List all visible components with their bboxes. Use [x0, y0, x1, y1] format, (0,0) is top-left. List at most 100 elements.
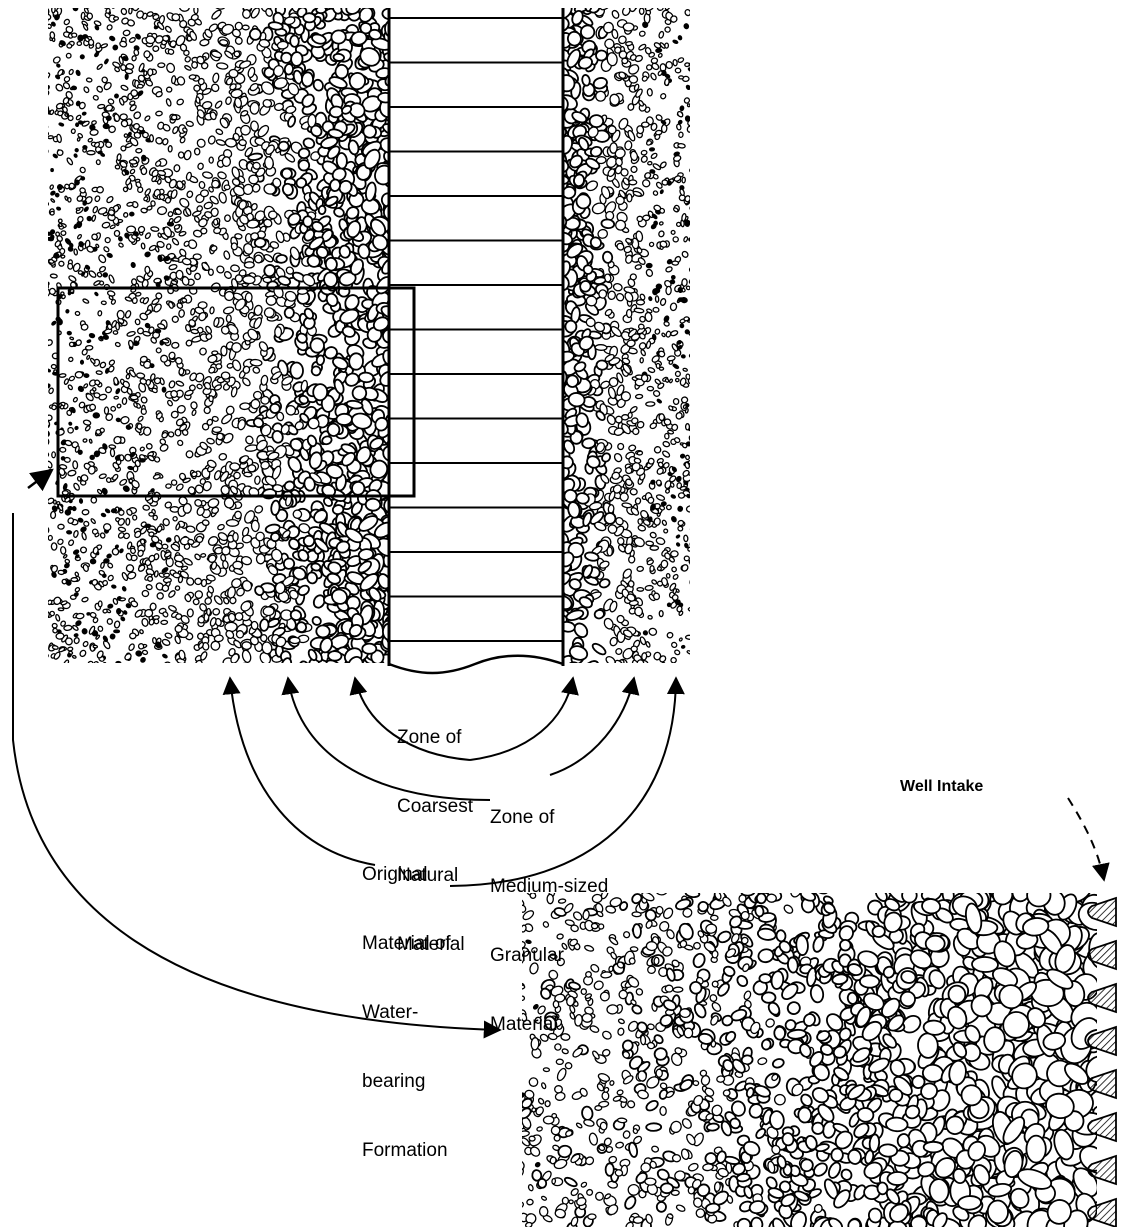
gravel-grain	[660, 189, 664, 193]
gravel-grain	[49, 184, 53, 189]
gravel-grain	[56, 63, 60, 67]
gravel-grain	[621, 415, 628, 421]
gravel-grain	[212, 608, 220, 616]
gravel-grain	[58, 524, 64, 529]
gravel-grain	[209, 307, 214, 314]
gravel-grain	[41, 348, 48, 355]
gravel-grain	[42, 232, 46, 236]
gravel-grain	[162, 387, 166, 392]
gravel-grain	[107, 574, 114, 581]
gravel-grain	[189, 384, 196, 391]
gravel-grain	[82, 629, 87, 634]
gravel-grain	[678, 35, 682, 40]
gravel-grain	[241, 649, 252, 663]
gravel-grain	[772, 1058, 785, 1070]
gravel-grain	[647, 386, 653, 391]
gravel-grain	[235, 36, 244, 45]
gravel-grain	[196, 536, 203, 543]
gravel-grain	[171, 480, 176, 485]
gravel-grain	[221, 372, 230, 379]
gravel-grain	[653, 307, 659, 312]
gravel-grain	[66, 309, 69, 313]
gravel-grain	[630, 166, 638, 174]
gravel-grain	[102, 662, 107, 667]
gravel-grain	[218, 192, 227, 204]
gravel-grain	[50, 198, 55, 202]
gravel-grain	[569, 1200, 573, 1204]
gravel-grain	[77, 137, 80, 141]
gravel-grain	[74, 592, 79, 597]
gravel-grain	[123, 30, 131, 36]
gravel-grain	[658, 230, 665, 237]
gravel-grain	[45, 528, 48, 533]
gravel-grain	[313, 384, 328, 401]
gravel-grain	[643, 630, 649, 636]
gravel-grain	[101, 488, 108, 495]
gravel-grain	[53, 651, 61, 660]
gravel-grain	[686, 374, 691, 380]
gravel-grain	[106, 24, 113, 31]
gravel-grain	[61, 457, 65, 461]
gravel-grain	[230, 265, 239, 272]
gravel-grain	[689, 4, 695, 10]
gravel-grain	[216, 139, 226, 146]
gravel-grain	[657, 5, 663, 11]
gravel-grain	[44, 282, 49, 287]
gravel-grain	[102, 580, 108, 586]
gravel-grain	[266, 296, 277, 306]
gravel-grain	[46, 369, 50, 372]
gravel-grain	[641, 179, 651, 189]
gravel-grain	[683, 316, 689, 321]
gravel-grain	[128, 466, 134, 470]
gravel-grain	[682, 177, 686, 183]
gravel-grain	[656, 48, 662, 52]
gravel-grain	[580, 1181, 587, 1188]
gravel-grain	[283, 558, 295, 570]
gravel-grain	[183, 503, 192, 513]
gravel-grain	[627, 309, 632, 317]
gravel-grain	[176, 98, 184, 106]
gravel-grain	[248, 464, 256, 472]
gravel-grain	[68, 198, 71, 203]
gravel-grain	[67, 384, 73, 390]
gravel-grain	[72, 33, 77, 37]
gravel-grain	[194, 273, 200, 280]
gravel-grain	[73, 530, 79, 538]
gravel-grain	[127, 226, 136, 233]
gravel-grain	[588, 1132, 598, 1145]
gravel-grain	[191, 409, 196, 415]
gravel-grain	[123, 212, 128, 217]
gravel-grain	[171, 76, 176, 84]
gravel-grain	[692, 204, 696, 208]
gravel-grain	[87, 13, 93, 20]
gravel-grain	[81, 360, 84, 364]
gravel-grain	[191, 329, 199, 334]
gravel-grain	[110, 634, 116, 640]
gravel-grain	[114, 621, 120, 629]
gravel-grain	[667, 603, 671, 607]
gravel-grain	[140, 657, 146, 663]
gravel-grain	[80, 547, 86, 553]
gravel-grain	[52, 452, 56, 458]
gravel-grain	[242, 642, 252, 650]
gravel-grain	[43, 452, 49, 458]
gravel-grain	[263, 277, 272, 283]
gravel-grain	[141, 409, 146, 415]
gravel-grain	[151, 201, 156, 207]
gravel-grain	[76, 123, 79, 127]
gravel-grain	[298, 660, 311, 677]
gravel-grain	[634, 308, 644, 313]
gravel-grain	[200, 228, 207, 235]
gravel-grain	[120, 84, 128, 91]
gravel-grain	[227, 363, 234, 369]
gravel-grain	[174, 164, 180, 172]
gravel-grain	[678, 120, 683, 125]
gravel-grain	[152, 45, 159, 52]
gravel-grain	[638, 324, 644, 330]
gravel-grain	[254, 476, 260, 485]
gravel-grain	[142, 132, 148, 138]
gravel-grain	[654, 221, 658, 225]
gravel-grain	[672, 261, 679, 265]
gravel-grain	[774, 1094, 786, 1106]
gravel-grain	[88, 270, 97, 279]
